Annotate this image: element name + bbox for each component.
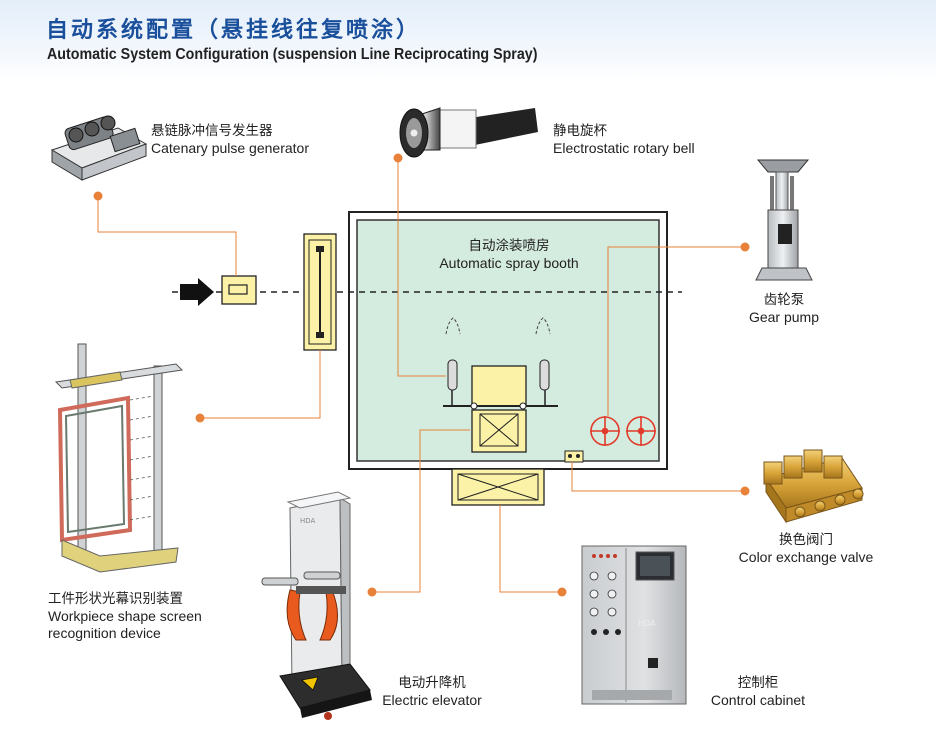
booth-label-cn: 自动涂装喷房 [468, 238, 550, 254]
elevator-illustration: HDA [261, 491, 372, 720]
gear-pump-label-cn: 齿轮泵 [763, 292, 805, 308]
gear-pump-label: 齿轮泵 Gear pump [738, 292, 830, 326]
pulse-generator-label-cn: 悬链脉冲信号发生器 [151, 123, 273, 139]
rotary-bell-label-en: Electrostatic rotary bell [553, 140, 695, 156]
elevator-label-en: Electric elevator [382, 692, 482, 708]
recognition-device-label-en-line2: recognition device [48, 625, 161, 641]
elevator-label: 电动升降机 Electric elevator [372, 675, 492, 709]
control-cabinet-label-en: Control cabinet [710, 692, 806, 708]
cabinet-logo: HDA [638, 619, 656, 628]
rotary-bell-illustration [399, 107, 538, 158]
title-chinese: 自动系统配置（悬挂线往复喷涂） [46, 18, 422, 43]
rotary-bell-label-cn: 静电旋杯 [553, 123, 607, 139]
color-valve-label-cn: 换色阀门 [779, 532, 833, 548]
recognition-device-label-cn: 工件形状光幕识别装置 [48, 591, 183, 607]
booth-valve-block [564, 450, 584, 463]
booth-label-en: Automatic spray booth [439, 255, 579, 271]
connector-dots [93, 153, 750, 597]
pulse-sensor-box [221, 275, 257, 305]
color-valve-label: 换色阀门 Color exchange valve [726, 532, 886, 566]
lifter-base-box [451, 468, 545, 506]
gear-pump-illustration [755, 159, 813, 281]
pulse-generator-illustration [50, 115, 148, 181]
recognition-device-label: 工件形状光幕识别装置 Workpiece shape screen recogn… [48, 591, 202, 642]
elevator-logo: HDA [300, 517, 316, 525]
booth-label: 自动涂装喷房 Automatic spray booth [434, 238, 584, 272]
color-valve-label-en: Color exchange valve [738, 549, 874, 565]
control-cabinet-label-cn: 控制柜 [737, 675, 779, 691]
conveyor-line [172, 278, 682, 306]
control-cabinet-label: 控制柜 Control cabinet [700, 675, 816, 709]
rotary-bell-label: 静电旋杯 Electrostatic rotary bell [553, 123, 695, 157]
connector-lines [97, 158, 745, 593]
pulse-generator-label: 悬链脉冲信号发生器 Catenary pulse generator [151, 123, 309, 157]
pulse-generator-label-en: Catenary pulse generator [151, 140, 309, 156]
control-cabinet-illustration: HDA [581, 545, 687, 705]
light-screen-frame [303, 233, 337, 351]
spray-gun-assembly [443, 359, 558, 453]
title-english: Automatic System Configuration (suspensi… [47, 46, 538, 63]
gear-pump-label-en: Gear pump [748, 309, 820, 325]
light-screen-device-illustration [54, 343, 184, 573]
bell-target-icons [590, 416, 656, 446]
elevator-label-cn: 电动升降机 [398, 675, 466, 691]
color-valve-illustration [763, 449, 864, 524]
conveyor-direction-arrow [180, 278, 214, 306]
recognition-device-label-en-line1: Workpiece shape screen [48, 608, 202, 624]
spray-patterns [445, 317, 551, 335]
header-band [0, 0, 936, 82]
